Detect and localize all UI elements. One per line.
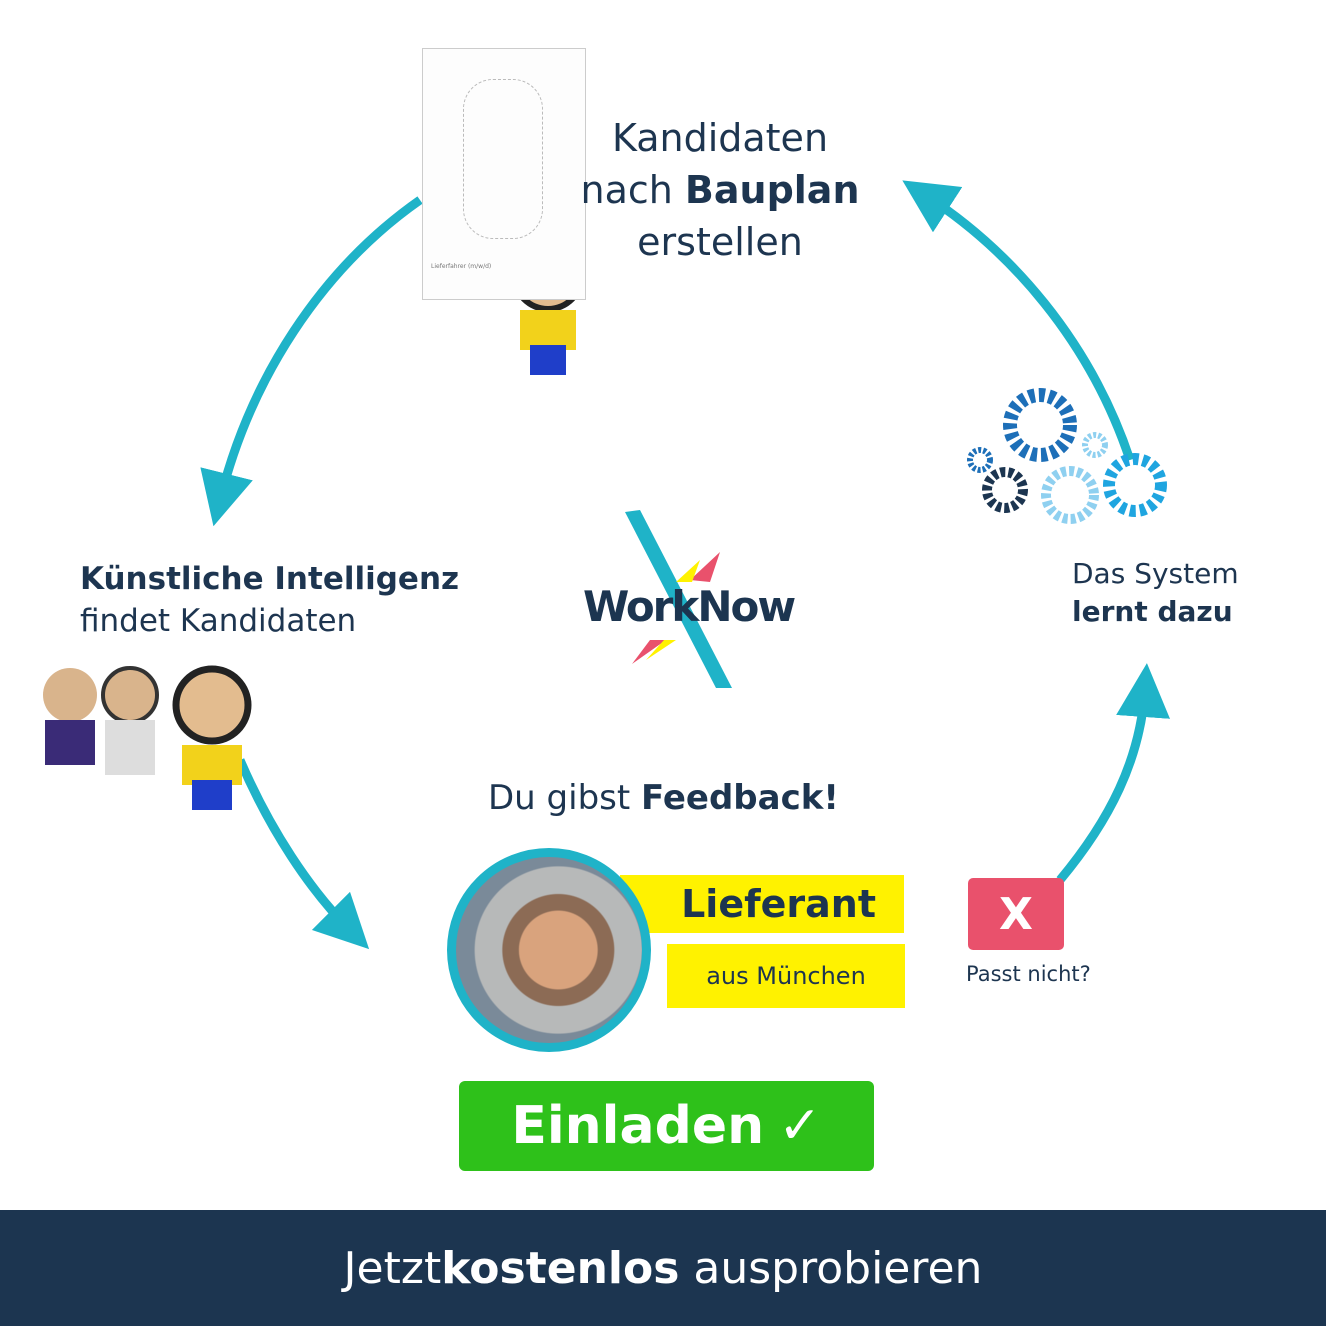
arrow-right-to-top <box>902 180 1135 462</box>
candidate-location: aus München <box>667 944 905 1008</box>
invite-button[interactable]: Einladen ✓ <box>459 1081 874 1171</box>
reject-button[interactable]: X <box>968 878 1064 950</box>
arrow-x-to-right <box>1056 663 1170 883</box>
step-text: erstellen <box>637 220 803 264</box>
step-create-candidates: Kandidaten nach Bauplan erstellen <box>560 112 880 268</box>
worknow-logo: WorkNow <box>583 582 796 631</box>
check-icon: ✓ <box>778 1096 822 1156</box>
worknow-logo-mark <box>625 510 732 688</box>
blueprint-sheet: Lieferfahrer (m/w/d) <box>422 48 586 300</box>
blueprint-caption: Lieferfahrer (m/w/d) <box>431 263 492 270</box>
character-figures <box>43 238 585 810</box>
reject-caption: Passt nicht? <box>966 962 1091 986</box>
arrow-left-to-bottom <box>235 758 370 950</box>
candidate-photo <box>447 848 651 1052</box>
cta-footer[interactable]: Jetzt kostenlos ausprobieren <box>0 1210 1326 1326</box>
gears-icon <box>967 388 1167 524</box>
step-text: Kandidaten <box>611 116 829 160</box>
feedback-heading: Du gibst Feedback! <box>488 778 839 818</box>
step-text: nach Bauplan <box>580 168 860 212</box>
invite-label: Einladen <box>511 1096 765 1156</box>
candidate-title: Lieferant <box>620 875 904 933</box>
arrow-top-to-left <box>200 196 423 527</box>
